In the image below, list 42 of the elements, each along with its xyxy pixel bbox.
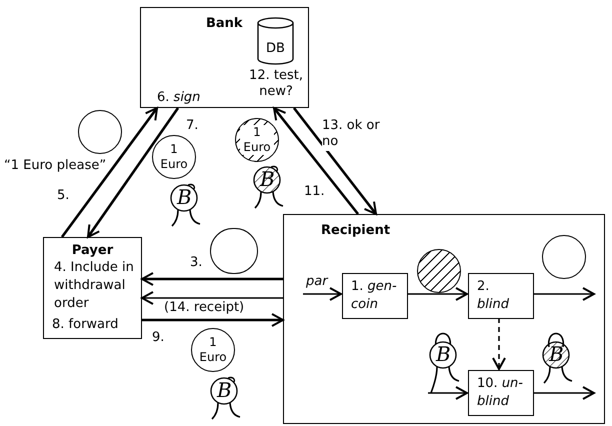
step-text: 12. test, new? xyxy=(248,68,304,100)
node-title: Payer xyxy=(70,242,114,260)
edge-label: (14. receipt) xyxy=(164,300,244,316)
coin: 1 Euro xyxy=(191,328,235,372)
node-title: Bank xyxy=(206,15,243,33)
arrow xyxy=(272,107,360,215)
recipient-box xyxy=(283,214,605,424)
step-text: 6. sign xyxy=(157,89,200,107)
process-box: 2. blind xyxy=(468,273,534,319)
coin-value: 1 Euro xyxy=(240,125,274,155)
arrow xyxy=(141,272,283,286)
step-text: 4. Include in withdrawal order xyxy=(54,259,135,313)
arrow xyxy=(142,313,284,327)
coin xyxy=(542,235,586,279)
signature-letter: B xyxy=(217,380,232,400)
hatched-coin xyxy=(235,118,279,162)
quote-label: “1 Euro please” xyxy=(4,157,106,175)
arrow xyxy=(492,318,506,370)
arrow xyxy=(533,287,595,301)
arrow xyxy=(292,107,378,215)
signature-letter: B xyxy=(177,187,192,207)
arrow xyxy=(303,287,342,301)
node-title: Recipient xyxy=(321,222,390,240)
payer-box xyxy=(43,237,142,339)
arrow xyxy=(86,107,180,238)
database-label: DB xyxy=(265,40,286,58)
arrow xyxy=(60,107,158,238)
arrow xyxy=(141,291,283,305)
coin xyxy=(78,110,122,154)
edge-label: 13. ok or no xyxy=(322,118,382,150)
database-cylinder xyxy=(257,17,294,65)
process-box: 10. un-blind xyxy=(468,370,534,416)
bank-box xyxy=(140,7,309,108)
coin: 1 Euro xyxy=(152,135,196,179)
arrow xyxy=(407,287,468,301)
coin xyxy=(210,228,258,274)
process-box: 1. gen-coin xyxy=(342,273,408,319)
hatched-coin xyxy=(417,249,461,293)
signature-letter: B xyxy=(436,344,451,364)
arrow xyxy=(428,386,468,400)
arrow xyxy=(533,386,595,400)
step-text: 8. forward xyxy=(52,316,118,334)
